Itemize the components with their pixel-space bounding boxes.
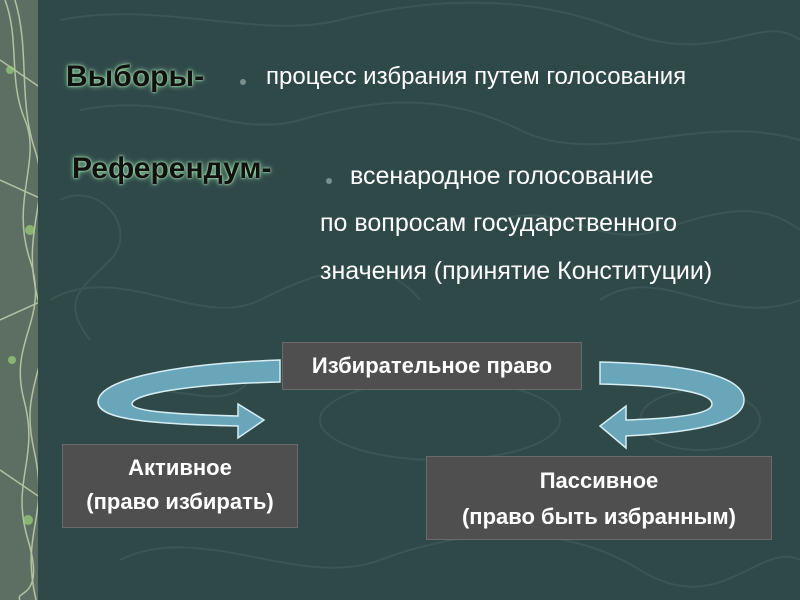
passive-title: Пассивное bbox=[539, 468, 659, 493]
elections-term: Выборы- bbox=[66, 60, 205, 93]
referendum-term: Референдум- bbox=[72, 152, 272, 185]
passive-subtitle: (право быть избранным) bbox=[461, 504, 736, 529]
active-suffrage-box: Активное (право избирать) bbox=[62, 444, 298, 528]
referendum-definition-line-2: по вопросам государственного bbox=[320, 209, 678, 237]
active-subtitle: (право избирать) bbox=[86, 489, 274, 514]
suffrage-box: Избирательное право bbox=[282, 342, 582, 390]
left-curved-arrow bbox=[97, 359, 281, 440]
right-curved-arrow bbox=[598, 361, 745, 450]
referendum-definition-line-3: значения (принятие Конституции) bbox=[320, 257, 713, 285]
referendum-bullet bbox=[326, 178, 332, 184]
referendum-definition-line-1: всенародное голосование bbox=[350, 162, 654, 190]
active-title: Активное bbox=[128, 455, 232, 480]
passive-suffrage-box: Пассивное (право быть избранным) bbox=[426, 456, 772, 540]
elections-bullet bbox=[240, 79, 246, 85]
elections-definition: процесс избрания путем голосования bbox=[266, 63, 687, 90]
map-strip-decoration bbox=[0, 0, 44, 600]
